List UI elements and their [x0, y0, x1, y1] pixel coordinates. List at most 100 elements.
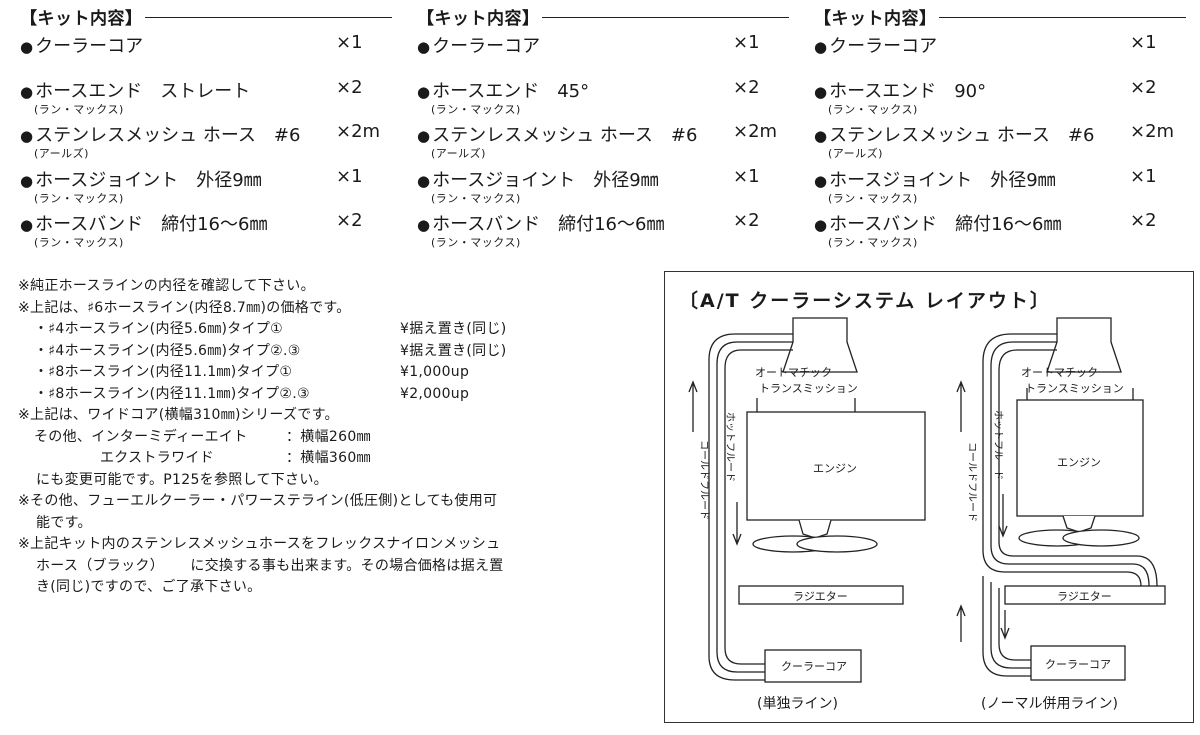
item-name: ステンレスメッシュ ホース #6	[432, 125, 698, 146]
item-qty: ×1	[336, 32, 363, 53]
note-line: ※上記キット内のステンレスメッシュホースをフレックスナイロンメッシュ	[18, 536, 501, 552]
price-value: ¥据え置き(同じ)	[400, 321, 507, 337]
caption-standalone-line: (単独ライン)	[757, 696, 838, 712]
item-name: クーラーコア	[432, 36, 541, 57]
kit-title: 【キット内容】	[417, 9, 542, 29]
item-name: ホースバンド 締付16〜6㎜	[432, 214, 665, 235]
note-line: 能です。	[36, 514, 92, 531]
kit-item: ●クーラーコア×1	[20, 30, 392, 75]
label-radiator: ラジエター	[793, 590, 848, 603]
note-line: ※その他、フューエルクーラー・パワーステライン(低圧側)としても使用可	[18, 493, 498, 509]
kit-item: ●クーラーコア×1	[814, 30, 1186, 75]
label-cooler-core: クーラーコア	[1045, 658, 1111, 671]
item-qty: ×2m	[1130, 121, 1175, 142]
price-row: ・♯8ホースライン(内径11.1㎜)タイプ①¥1,000up	[18, 362, 638, 384]
label-hot-fluid: ホットフルード	[724, 412, 736, 482]
notes-section: ※純正ホースラインの内径を確認して下さい。 ※上記は、♯6ホースライン(内径8.…	[18, 276, 638, 599]
kit-title-rule	[932, 17, 1186, 18]
note-line: ※上記は、ワイドコア(横幅310㎜)シリーズです。	[18, 407, 339, 423]
kit-item: ●クーラーコア×1	[417, 30, 789, 75]
item-name: クーラーコア	[35, 36, 144, 57]
note-line: ホース（ブラック） に交換する事も出来ます。その場合価格は据え置	[36, 557, 504, 574]
layout-drawing: オートマチック トランスミッション エンジン ラジエター クーラーコア オートマ…	[688, 317, 1166, 712]
price-label: ・♯4ホースライン(内径5.6㎜)タイプ①	[34, 321, 284, 337]
item-maker: (ラン・マックス)	[828, 236, 918, 249]
item-qty: ×2m	[336, 121, 381, 142]
item-name: ホースバンド 締付16〜6㎜	[829, 214, 1062, 235]
label-transmission: オートマチック	[1021, 366, 1098, 379]
kit-contents-1: 【キット内容】 ●クーラーコア×1 ●ホースエンド ストレート×2(ラン・マック…	[20, 4, 392, 253]
hose-line-inner	[716, 341, 793, 673]
hose-line-outer-2	[982, 333, 1142, 587]
label-hot-fluid: ホットフルード	[992, 410, 1004, 480]
label-engine: エンジン	[813, 462, 857, 475]
price-row: ・♯8ホースライン(内径11.1㎜)タイプ②.③ ¥2,000up	[18, 384, 638, 406]
kit-item: ●ステンレスメッシュ ホース #6×2m(アールズ)	[20, 119, 392, 164]
diagram-title: 〔A/T クーラーシステム レイアウト〕	[679, 290, 1051, 312]
kit-title: 【キット内容】	[20, 9, 145, 29]
core-width: ：横幅260㎜	[286, 428, 371, 445]
engine-block	[746, 411, 926, 521]
kit-item: ●ホースエンド 45°×2(ラン・マックス)	[417, 75, 789, 120]
bullet-icon: ●	[20, 216, 34, 234]
cooler-layout-diagram: 〔A/T クーラーシステム レイアウト〕	[664, 271, 1194, 723]
kit-item: ●ステンレスメッシュ ホース #6 ×2m (アールズ)	[417, 119, 789, 164]
price-label: ・♯8ホースライン(内径11.1㎜)タイプ②.③	[34, 385, 310, 402]
note-line: その他、インターミディーエイト：横幅260㎜	[18, 427, 638, 449]
note-line: にも変更可能です。P125を参照して下さい。	[36, 471, 328, 488]
core-name: エクストラワイド	[100, 450, 214, 466]
kit-item: ●ステンレスメッシュ ホース #6×2m(アールズ)	[814, 119, 1186, 164]
kit-item: ●ホースバンド 締付16〜6㎜×2(ラン・マックス)	[417, 208, 789, 253]
item-name: ホースエンド 45°	[432, 80, 590, 102]
item-maker: (ラン・マックス)	[431, 102, 521, 116]
item-name: ホースバンド 締付16〜6㎜	[35, 214, 268, 235]
item-qty: ×1	[733, 165, 760, 187]
bullet-icon: ●	[417, 127, 431, 145]
kit-contents-3: 【キット内容】 ●クーラーコア×1 ●ホースエンド 90°×2(ラン・マックス)…	[814, 4, 1186, 253]
price-value: ¥据え置き(同じ)	[400, 342, 507, 359]
item-qty: ×2	[336, 76, 363, 98]
item-qty: ×2m	[733, 121, 778, 142]
label-radiator: ラジエター	[1057, 590, 1112, 603]
price-value: ¥2,000up	[400, 385, 470, 402]
kit-item: ●ホースジョイント 外径9㎜×1(ラン・マックス)	[20, 164, 392, 209]
bullet-icon: ●	[814, 216, 828, 234]
item-qty: ×2	[733, 76, 760, 98]
item-maker: (ラン・マックス)	[828, 102, 918, 116]
item-maker: (ラン・マックス)	[431, 191, 521, 205]
hot-arrow-left	[732, 502, 742, 546]
bullet-icon: ●	[814, 171, 828, 190]
price-row: ・♯4ホースライン(内径5.6㎜)タイプ②.③¥据え置き(同じ)	[18, 341, 638, 363]
item-maker: (アールズ)	[431, 147, 486, 160]
note-line: エクストラワイド：横幅360㎜	[18, 448, 638, 470]
kit-item: ●ホースジョイント 外径9㎜×1(ラン・マックス)	[417, 164, 789, 209]
note-line: ※上記は、♯6ホースライン(内径8.7㎜)の価格です。	[18, 299, 351, 316]
item-maker: (ラン・マックス)	[431, 236, 521, 249]
item-name: ステンレスメッシュ ホース #6	[35, 125, 301, 146]
bullet-icon: ●	[417, 38, 431, 56]
kit-title-rule	[138, 17, 392, 18]
cold-arrow-left	[688, 380, 698, 432]
cold-arrow-right	[956, 380, 966, 432]
fan-hub	[798, 519, 832, 539]
bullet-icon: ●	[20, 171, 34, 190]
item-qty: ×1	[1130, 165, 1157, 187]
item-name: ホースエンド 90°	[829, 80, 987, 102]
hose-line-inner-2	[724, 349, 793, 665]
hose-line-outer	[708, 333, 793, 681]
kit-title-rule	[535, 17, 789, 18]
item-qty: ×2	[336, 210, 363, 231]
item-maker: (ラン・マックス)	[34, 191, 124, 205]
cooler-core-box-2	[1030, 645, 1126, 681]
engine-block-2	[1016, 399, 1144, 517]
bullet-icon: ●	[814, 38, 828, 56]
label-engine: エンジン	[1057, 456, 1101, 469]
hose-lower-inner	[990, 582, 1031, 669]
fan-blade-right-2	[1062, 529, 1140, 547]
bullet-icon: ●	[814, 127, 828, 145]
bullet-icon: ●	[20, 82, 34, 101]
item-name: ホースジョイント 外径9㎜	[432, 169, 659, 191]
kit-item: ●ホースバンド 締付16〜6㎜×2(ラン・マックス)	[814, 208, 1186, 253]
price-value: ¥1,000up	[400, 364, 470, 380]
item-name: ホースジョイント 外径9㎜	[35, 169, 262, 191]
